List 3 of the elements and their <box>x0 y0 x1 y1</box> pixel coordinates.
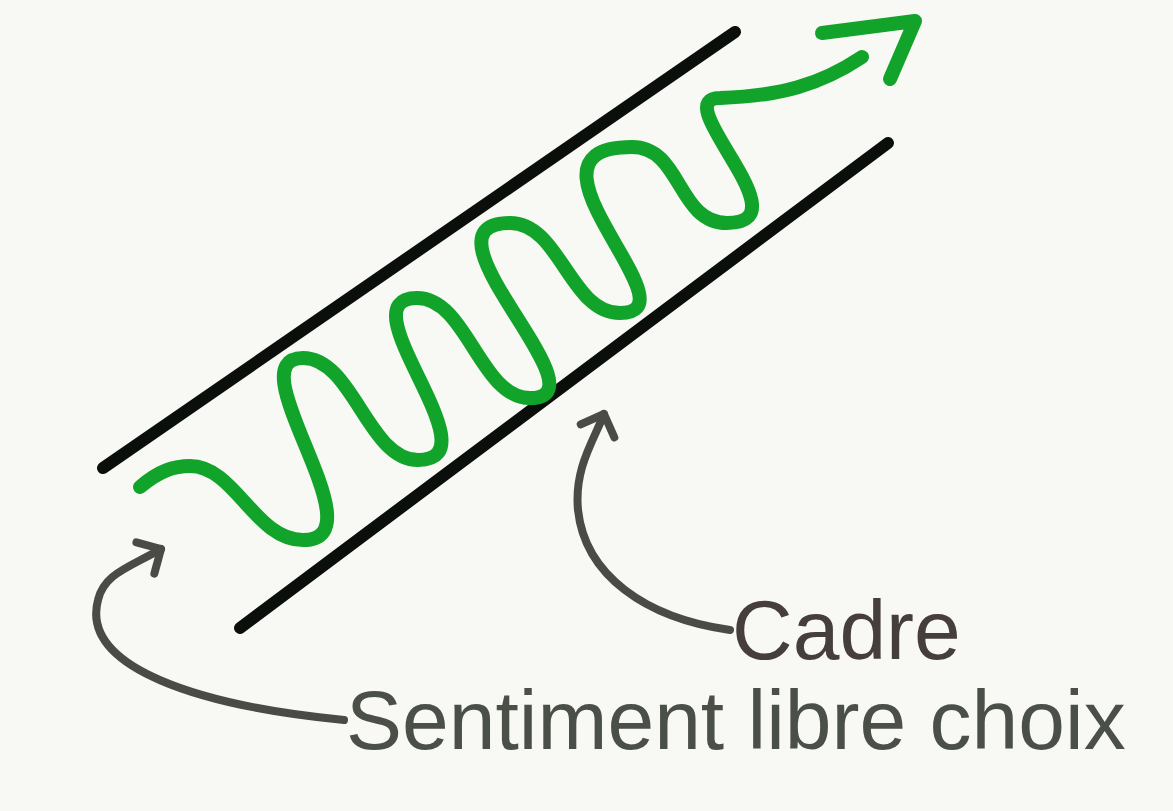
handwritten-label: Cadre <box>732 588 961 672</box>
handwritten-label: Sentiment libre choix <box>346 678 1126 762</box>
leader-arrow <box>92 538 348 724</box>
